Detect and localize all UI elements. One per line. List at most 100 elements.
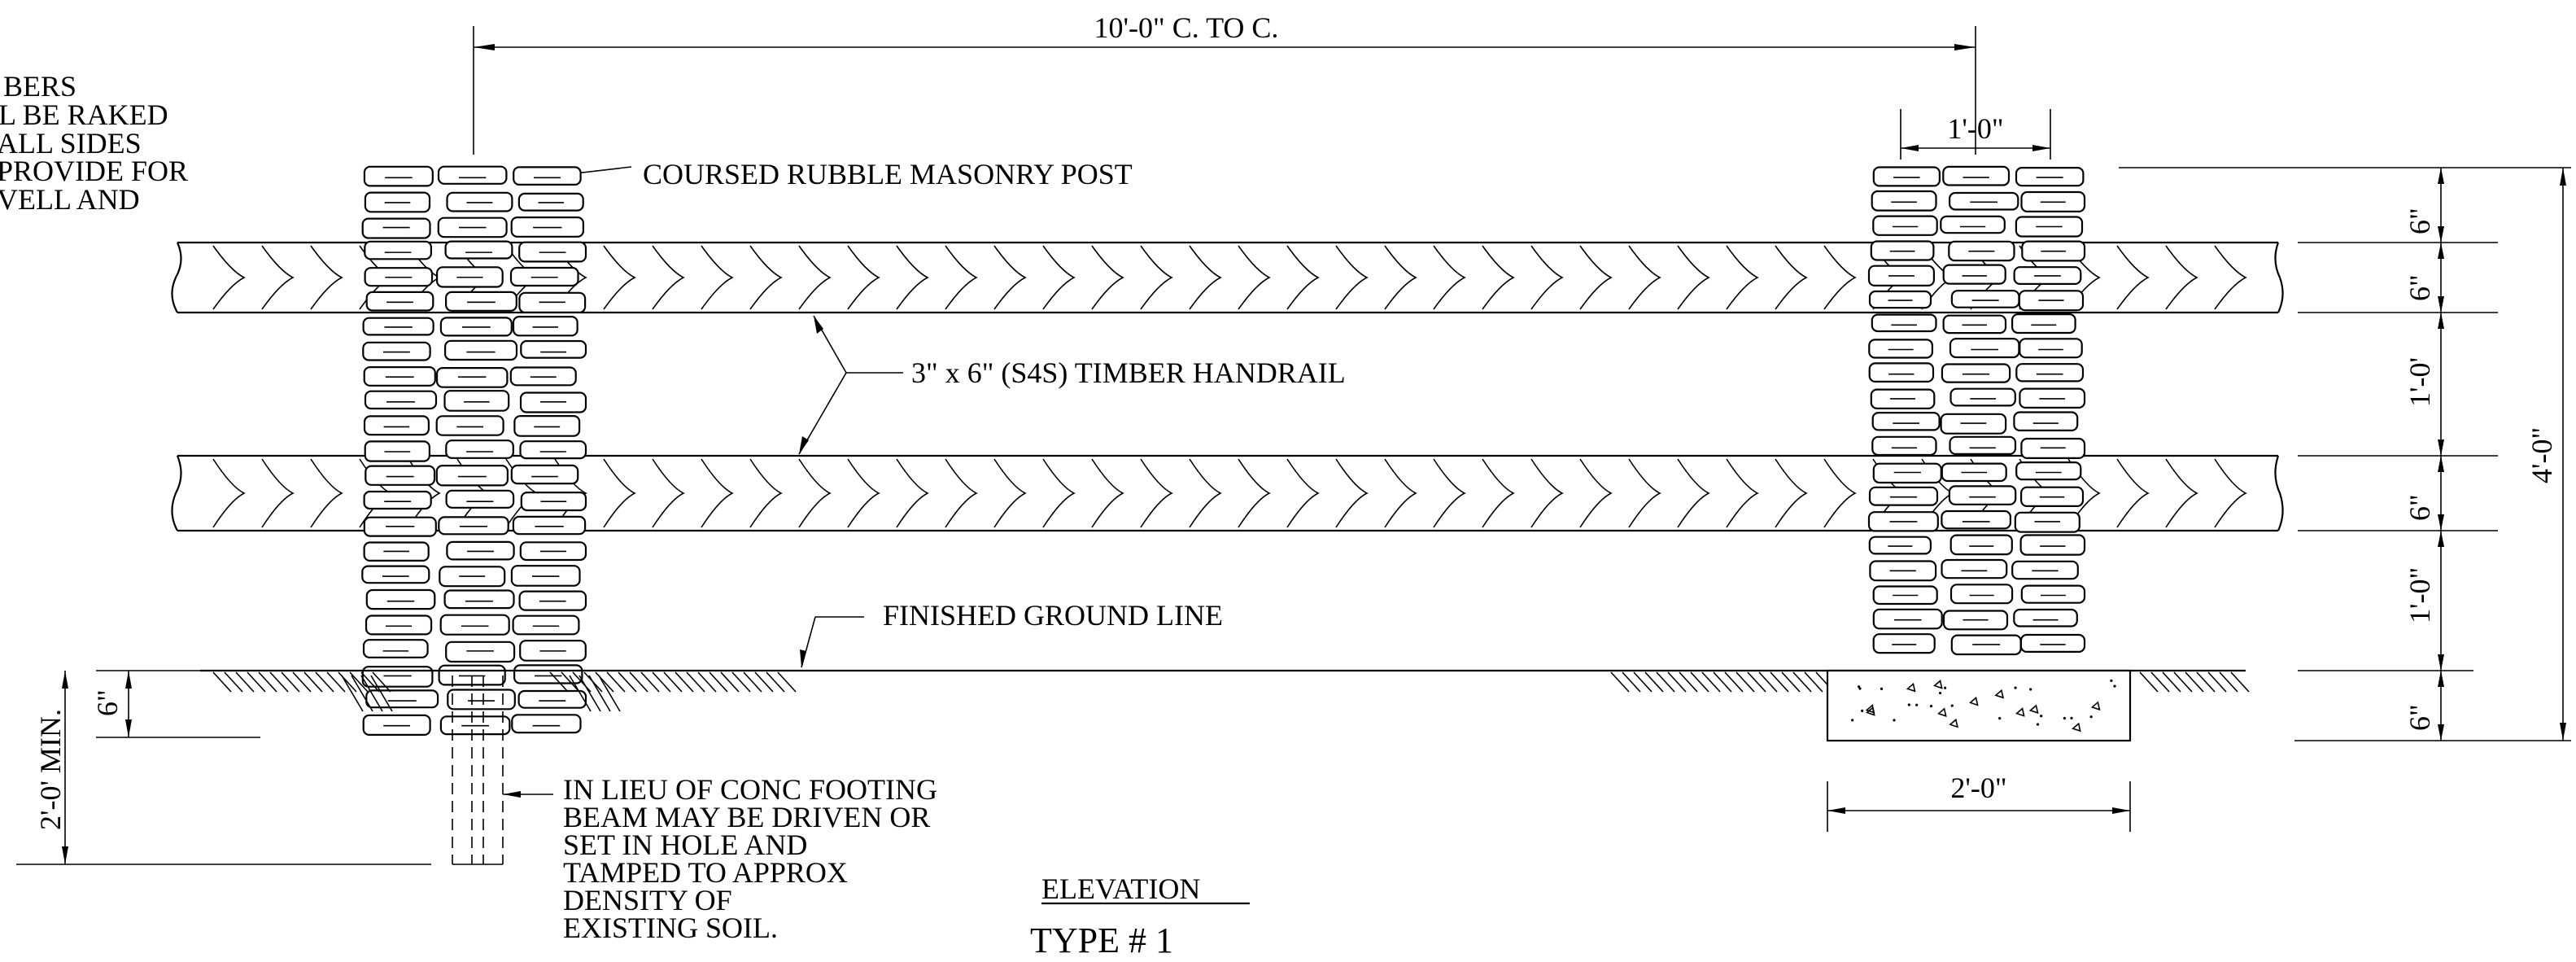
ground-label: FINISHED GROUND LINE (883, 599, 1223, 632)
ground-hatch-mark (370, 675, 393, 712)
wood-grain-mark (1189, 245, 1222, 310)
ground-hatch-mark (360, 675, 383, 712)
ground-hatch-mark (697, 671, 717, 693)
wood-grain-mark (1042, 458, 1076, 528)
ground-hatch-mark (606, 671, 626, 693)
masonry-stone (520, 339, 587, 359)
masonry-stone (2013, 608, 2078, 627)
masonry-stone (2020, 584, 2086, 604)
aggregate-mark (1906, 682, 1916, 693)
wood-grain-mark (1726, 245, 1759, 310)
footing-note-line: EXISTING SOIL. (563, 912, 778, 944)
masonry-stone (365, 291, 434, 312)
wood-grain-mark (2165, 458, 2198, 528)
embed-dimension-6: 6" (91, 670, 371, 738)
ground-hatch-mark (652, 671, 671, 693)
aggregate-mark (1994, 689, 2004, 699)
wood-grain-mark (1530, 458, 1564, 528)
masonry-stone (2019, 534, 2086, 556)
masonry-stone (365, 689, 439, 709)
wood-grain-mark (993, 245, 1027, 310)
ground-hatch-mark (1690, 671, 1709, 693)
masonry-stone (1871, 190, 1937, 212)
masonry-stone (1868, 290, 1932, 309)
ground-hatch-mark (1736, 671, 1755, 693)
masonry-stone (365, 465, 436, 486)
ground-hatch-mark (281, 671, 300, 693)
ground-hatch-mark (2173, 671, 2193, 693)
masonry-stone (1941, 509, 2011, 530)
wood-grain-mark (603, 458, 636, 528)
right-vertical-dimensions: 6" 6" 1'-0' 6" 1'-0" 6" 4'-0" (2119, 167, 2571, 741)
wood-grain-mark (701, 458, 734, 528)
dim-stack-label: 6" (2404, 274, 2436, 301)
aggregate-mark (2063, 716, 2066, 720)
dimension-arrow (2438, 654, 2444, 671)
ground-hatch-mark (1804, 671, 1823, 693)
ground-hatch-mark (1656, 671, 1675, 693)
ground-hatch-mark (1713, 671, 1732, 693)
masonry-stone (1871, 435, 1937, 457)
wood-grain-mark (652, 458, 685, 528)
wood-grain-mark (1726, 458, 1759, 528)
aggregate-mark (2029, 688, 2032, 691)
ground-hatch-mark (341, 675, 364, 712)
footing-width-label: 2'-0" (1950, 772, 2006, 804)
wood-grain-mark (1238, 458, 1271, 528)
ground-hatch-mark (777, 671, 797, 693)
masonry-stone (1942, 264, 2006, 285)
aggregate-mark (2036, 723, 2040, 726)
wood-grain-mark (1189, 458, 1222, 528)
ground-hatch-mark (1633, 671, 1653, 693)
handrail-label: 3" x 6" (S4S) TIMBER HANDRAIL (911, 356, 1346, 389)
ground-hatch-mark (2150, 671, 2170, 693)
masonry-stone (444, 291, 517, 312)
ground-hatch-mark (269, 671, 289, 693)
driven-beam (452, 676, 504, 865)
masonry-stone (1949, 191, 2019, 211)
aggregate-mark (1943, 686, 1947, 689)
ground-hatch-mark (754, 671, 774, 693)
ground-hatch-mark (720, 671, 740, 693)
ground-hatch-mark (1610, 671, 1630, 693)
ground-hatch-mark (709, 671, 728, 693)
aggregate-mark (1929, 705, 1933, 708)
aggregate-mark (2014, 686, 2017, 689)
wood-grain-mark (1433, 458, 1466, 528)
wood-grain-mark (1384, 458, 1417, 528)
masonry-stone (364, 390, 438, 410)
wood-grain-mark (1286, 245, 1320, 310)
masonry-stone (512, 515, 587, 536)
masonry-stone (1942, 314, 2007, 335)
left-masonry-post (361, 165, 587, 737)
masonry-stone (435, 464, 509, 487)
ground-hatch-mark (2196, 671, 2216, 693)
footing-note-line: IN LIEU OF CONC FOOTING (563, 773, 937, 806)
ground-hatch-mark (326, 671, 346, 693)
wood-grain-mark (1042, 245, 1076, 310)
masonry-stone (1872, 608, 1943, 630)
aggregate-mark (2040, 715, 2043, 718)
aggregate-mark (2113, 684, 2116, 688)
overall-height-label: 4'-0" (2526, 427, 2558, 483)
ground-hatch-mark (675, 671, 694, 693)
ground-hatch-mark (360, 671, 380, 693)
wood-grain-mark (1433, 245, 1466, 310)
masonry-stone (365, 614, 433, 636)
wood-grain-mark (652, 245, 685, 310)
aggregate-mark (2028, 704, 2039, 715)
elevation-title: ELEVATION (1041, 872, 1200, 905)
aggregate-mark (2090, 701, 2101, 711)
footing-note: IN LIEU OF CONC FOOTING BEAM MAY BE DRIV… (503, 773, 937, 944)
aggregate-mark (1857, 685, 1861, 689)
masonry-stone (1949, 584, 2014, 605)
masonry-stone (443, 390, 510, 412)
masonry-stone (2013, 411, 2079, 431)
masonry-stone (445, 489, 515, 509)
wood-grain-mark (261, 245, 295, 310)
type-title: TYPE # 1 (1030, 920, 1173, 960)
ground-hatch-mark (569, 675, 592, 712)
masonry-stone (447, 689, 516, 711)
ground-hatch-mark (2162, 671, 2181, 693)
wood-grain-mark (1628, 458, 1661, 528)
